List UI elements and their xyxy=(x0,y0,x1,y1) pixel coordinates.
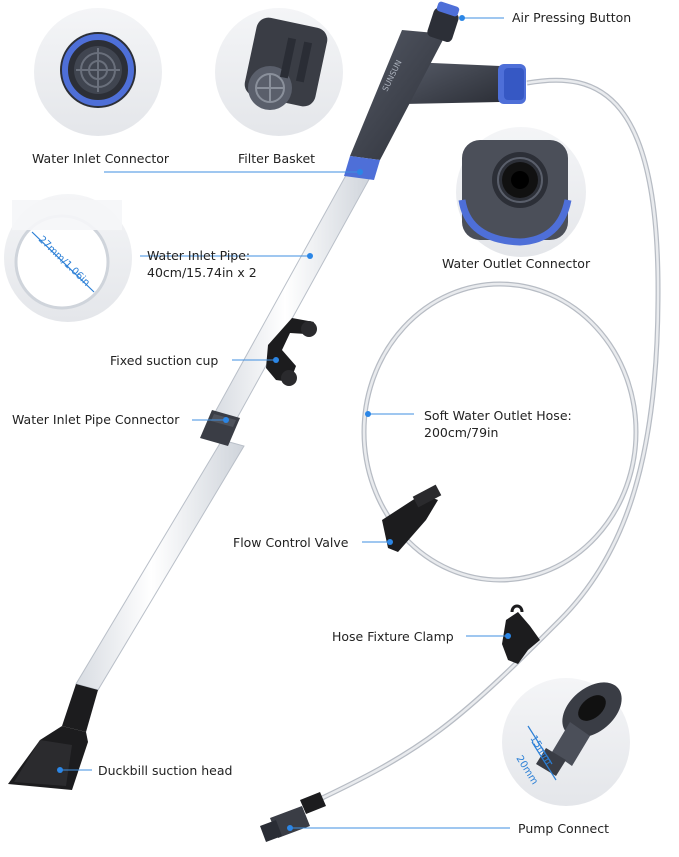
label-water-outlet-connector: Water Outlet Connector xyxy=(442,256,591,271)
fixed-suction-cup-shape xyxy=(266,318,317,386)
pump-connect-shape xyxy=(260,792,326,842)
soft-water-outlet-hose xyxy=(316,77,661,803)
detail-water-outlet-connector xyxy=(456,127,586,257)
label-water-inlet-pipe-connector: Water Inlet Pipe Connector xyxy=(12,412,180,427)
hose-fixture-clamp-shape xyxy=(502,604,540,664)
duckbill-head-shape xyxy=(8,684,98,790)
label-fixed-suction-cup: Fixed suction cup xyxy=(110,353,219,368)
label-air-pressing-button: Air Pressing Button xyxy=(512,10,632,25)
label-water-inlet-connector: Water Inlet Connector xyxy=(32,151,170,166)
label-filter-basket: Filter Basket xyxy=(238,151,316,166)
label-water-inlet-pipe-line1: Water Inlet Pipe: xyxy=(147,248,251,263)
flow-control-valve-shape xyxy=(382,484,442,552)
label-soft-hose-line1: Soft Water Outlet Hose: xyxy=(424,408,572,423)
label-hose-fixture-clamp: Hose Fixture Clamp xyxy=(332,629,454,644)
detail-filter-basket xyxy=(215,8,343,136)
label-soft-hose-line2: 200cm/79in xyxy=(424,425,499,440)
callout-lines xyxy=(60,17,510,829)
label-pump-connect: Pump Connect xyxy=(518,821,610,836)
callout-dots xyxy=(57,15,511,831)
detail-pump-connector-size: 15mm 20mm xyxy=(502,678,630,806)
detail-pipe-diameter: 27mm/1.06in xyxy=(4,194,132,322)
label-flow-control-valve: Flow Control Valve xyxy=(233,535,349,550)
label-duckbill-suction-head: Duckbill suction head xyxy=(98,763,233,778)
detail-water-inlet-connector xyxy=(34,8,162,136)
label-water-inlet-pipe-line2: 40cm/15.74in x 2 xyxy=(147,265,257,280)
